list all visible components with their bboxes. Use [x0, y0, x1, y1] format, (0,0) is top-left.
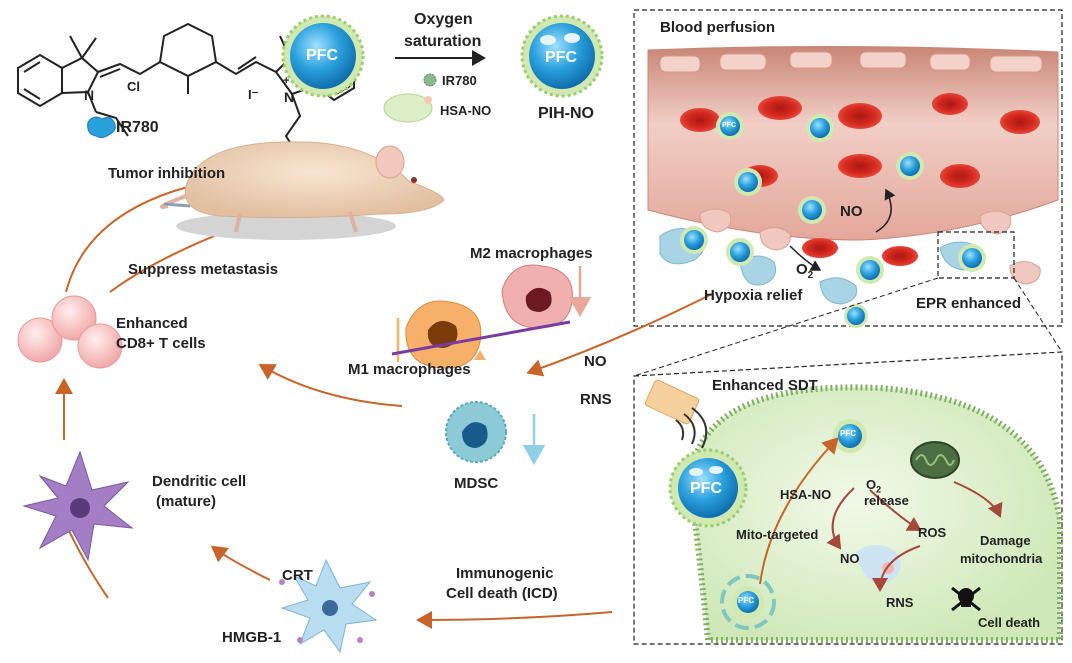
- immune-arrows: [55, 170, 713, 629]
- hsa-no-item-label: HSA-NO: [440, 103, 492, 118]
- mitochondria-label: mitochondria: [960, 551, 1043, 566]
- dendritic-mature-label: (mature): [156, 493, 217, 510]
- positive-charge: +: [283, 75, 289, 87]
- mouse-illustration: [160, 141, 445, 240]
- m2-macrophages-label: M2 macrophages: [470, 245, 593, 262]
- no-release-arrow: [875, 188, 896, 233]
- ir780-item-label: IR780: [442, 73, 477, 88]
- damage-label: Damage: [980, 533, 1031, 548]
- mdsc-label: MDSC: [454, 475, 499, 492]
- tumor-inhibition-label: Tumor inhibition: [108, 165, 226, 182]
- ir780-blob-icon: [87, 116, 116, 139]
- m1-macrophage: [405, 300, 482, 369]
- epr-enhanced-label: EPR enhanced: [916, 295, 1022, 312]
- iodide-label: I⁻: [248, 87, 259, 102]
- icd-dying-cell: [279, 558, 378, 654]
- dendritic-cell-label: Dendritic cell: [152, 473, 247, 490]
- enhanced-sdt-panel: [633, 351, 1063, 645]
- cd8-t-cells: [17, 295, 123, 369]
- crt-label: CRT: [282, 567, 313, 584]
- tumor-cell: [686, 384, 1063, 643]
- icd-label: Cell death (ICD): [446, 585, 558, 602]
- hsa-no-sdt-label: HSA-NO: [780, 487, 832, 502]
- membrane-pfc-label: PFC: [690, 480, 722, 497]
- hypoxia-relief-label: Hypoxia relief: [704, 287, 803, 304]
- epr-zoom-box: [937, 231, 1015, 279]
- dendritic-cell: [22, 450, 134, 562]
- chloro-label: Cl: [127, 79, 140, 94]
- no-label-blood: NO: [840, 203, 863, 220]
- blood-pfc-label: PFC: [722, 122, 736, 129]
- pfc-droplet-membrane: [668, 448, 748, 528]
- cell-death-label: Cell death: [978, 615, 1041, 630]
- blood-perfusion-panel: [633, 9, 1063, 327]
- m1-macrophages-label: M1 macrophages: [348, 361, 471, 378]
- hsa-no-icon: [383, 93, 433, 123]
- endosome-pfc-label: PFC: [738, 596, 754, 605]
- ros-label: ROS: [918, 525, 947, 540]
- nitrogen-atom-right: N: [284, 89, 294, 105]
- ultrasound-probe-icon: [644, 379, 700, 425]
- no-immune-label: NO: [584, 353, 607, 370]
- mito-targeted-label: Mito-targeted: [736, 527, 819, 542]
- endosome-pfc: [720, 574, 776, 630]
- rns-sdt-label: RNS: [886, 595, 914, 610]
- pfc-droplet-plain: [281, 14, 365, 98]
- hmgb-label: HMGB-1: [222, 629, 282, 646]
- immunogenic-label: Immunogenic: [456, 565, 554, 582]
- inner-pfc-label: PFC: [840, 429, 856, 438]
- pfc-core-label: PFC: [306, 47, 338, 64]
- release-label: release: [864, 493, 909, 508]
- saturation-label: saturation: [404, 33, 482, 50]
- oxygen-label: Oxygen: [414, 11, 473, 28]
- ir780-legend-label: IR780: [116, 119, 159, 136]
- skull-icon: [951, 586, 981, 612]
- blood-perfusion-title: Blood perfusion: [660, 19, 775, 36]
- o2-sdt-label: O2: [866, 477, 882, 495]
- pfc-droplets-blood: [680, 112, 986, 328]
- nitrogen-atom-left: N: [84, 87, 94, 103]
- ir780-dot-icon: [423, 73, 437, 87]
- suppress-metastasis-label: Suppress metastasis: [128, 261, 279, 278]
- pih-no-core-label: PFC: [545, 49, 577, 66]
- cd8-line1-label: Enhanced: [116, 315, 188, 332]
- cd8-line2-label: CD8+ T cells: [116, 335, 206, 352]
- ir780-structure: [17, 22, 355, 153]
- no-sdt-label: NO: [840, 551, 860, 566]
- o2-label-blood: O2: [796, 261, 814, 281]
- pih-no-label: PIH-NO: [538, 105, 594, 122]
- pih-no-droplet: [520, 14, 604, 98]
- mdsc-cell: [445, 401, 507, 463]
- o2-release-arrow: [789, 245, 822, 271]
- m2-macrophage: [501, 264, 573, 329]
- enhanced-sdt-title: Enhanced SDT: [712, 377, 818, 394]
- rns-immune-label: RNS: [580, 391, 612, 408]
